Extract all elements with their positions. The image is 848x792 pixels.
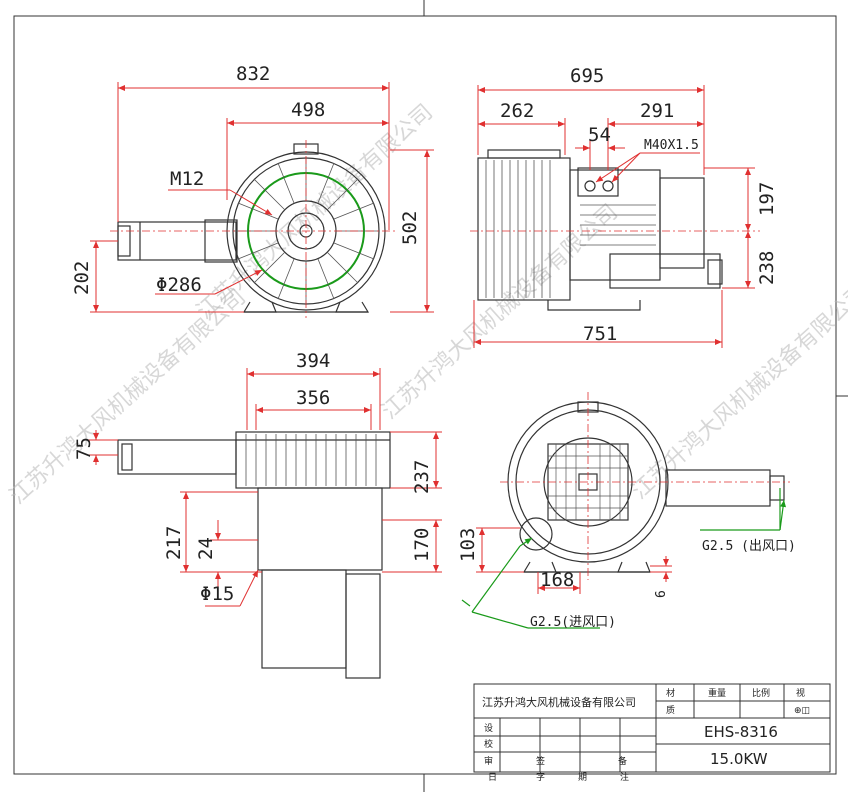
dim-rear-h: 103 (457, 528, 479, 562)
dim-plan-h2: 170 (411, 528, 433, 562)
title-header-weight: 重量 (708, 687, 726, 699)
title-block: 江苏升鸿大风机械设备有限公司 材 质 重量 比例 视 ⊕◫ 设 校 审 签 备 … (473, 683, 831, 783)
dim-side-gap: 54 (588, 124, 611, 146)
title-header-view-symbol: ⊕◫ (794, 706, 810, 716)
dim-side-right: 291 (640, 100, 674, 122)
dim-bolt: M12 (170, 168, 204, 190)
title-row-review: 审 (484, 755, 493, 767)
title-header-material-a: 材 (666, 687, 675, 699)
front-view-dimensions (90, 82, 434, 313)
title-row-period: 期 (578, 772, 587, 783)
dim-front-height: 502 (399, 211, 421, 245)
dim-plan-h3: 217 (163, 526, 185, 560)
side-view-body (477, 149, 723, 311)
title-row-note: 备 (618, 755, 627, 767)
dim-side-base: 751 (583, 323, 617, 345)
dim-plan-outer: 394 (296, 350, 330, 372)
title-row-date: 日 (488, 772, 497, 783)
title-model: EHS-8316 (704, 723, 778, 741)
dim-plan-inner: 356 (296, 387, 330, 409)
title-header-scale: 比例 (752, 687, 770, 699)
plan-view-dimensions (88, 368, 442, 607)
dim-flange-diameter: Φ286 (156, 274, 202, 296)
sheet-frame (13, 0, 848, 792)
title-row-check: 校 (484, 738, 493, 750)
dim-front-width-total: 832 (236, 63, 270, 85)
rear-view-dimensions (476, 527, 672, 594)
rear-view: 103 168 6 G2.5 (出风口) G2.5(进风口) (457, 392, 796, 630)
dim-side-width-total: 695 (570, 65, 604, 87)
dim-plan-hole: Φ15 (200, 583, 234, 605)
title-row-word: 字 (536, 771, 545, 783)
dim-front-inlet-height: 202 (71, 261, 93, 295)
watermark-text: 江苏升鸿大风机械设备有限公司 (627, 280, 848, 505)
title-row-design: 设 (484, 723, 493, 734)
label-outlet-port: G2.5 (出风口) (702, 539, 796, 554)
dim-front-width-body: 498 (291, 99, 325, 121)
dim-side-left: 262 (500, 100, 534, 122)
dim-plan-offset: 75 (73, 437, 95, 460)
side-view-fins (485, 160, 656, 298)
side-view-dimensions (473, 85, 755, 348)
dim-rear-foot: 6 (654, 590, 669, 598)
rear-view-ports (461, 488, 787, 629)
rear-view-centerlines (500, 392, 790, 580)
title-company: 江苏升鸿大风机械设备有限公司 (482, 695, 636, 709)
front-view-fins (233, 158, 379, 304)
dim-side-bottom: 238 (756, 251, 778, 285)
dim-side-top: 197 (756, 182, 778, 216)
title-power: 15.0KW (710, 750, 768, 768)
title-row-sign: 签 (536, 755, 545, 767)
dim-plan-h1: 237 (411, 460, 433, 494)
plan-view: 394 356 75 237 170 217 24 Φ15 (73, 350, 442, 679)
plan-view-fins (245, 434, 377, 486)
side-view: 695 262 291 54 M40X1.5 197 238 751 (470, 65, 778, 348)
dim-rear-base: 168 (540, 569, 574, 591)
dim-thread: M40X1.5 (644, 138, 699, 153)
title-header-material-b: 质 (666, 704, 675, 716)
front-view-centerlines (110, 140, 395, 318)
title-header-view: 视 (796, 687, 805, 699)
label-inlet-port: G2.5(进风口) (530, 615, 616, 630)
dim-plan-h4: 24 (195, 537, 217, 560)
title-row-note2: 注 (620, 771, 629, 783)
front-view: 832 498 502 202 M12 Φ286 (71, 63, 434, 318)
title-block-grid (473, 683, 831, 773)
plan-view-body (117, 431, 391, 679)
